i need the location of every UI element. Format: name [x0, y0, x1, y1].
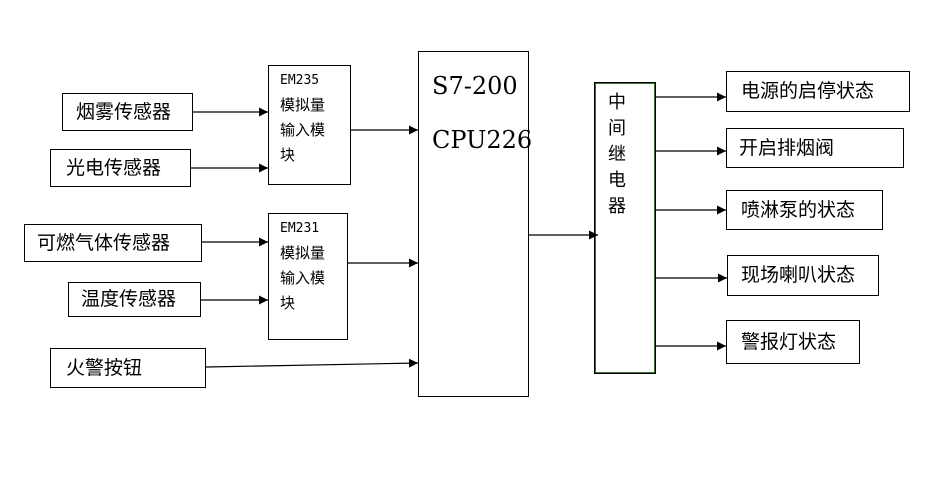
plc-model: S7-200	[432, 72, 518, 100]
relay-char-2: 间	[608, 118, 626, 139]
fire-alarm-button-label: 火警按钮	[66, 356, 143, 379]
module-em231-line-1: 模拟量	[280, 244, 326, 262]
output-exhaust-valve-label: 开启排烟阀	[739, 136, 835, 159]
relay-char-3: 继	[608, 144, 626, 165]
relay-char-4: 电	[608, 170, 626, 191]
sensor-combustible-gas: 可燃气体传感器	[24, 224, 202, 262]
fire-alarm-button: 火警按钮	[50, 348, 206, 388]
module-em231-line-3: 块	[280, 294, 296, 312]
sensor-temperature-label: 温度传感器	[81, 288, 177, 310]
sensor-smoke-label: 烟雾传感器	[76, 100, 172, 123]
output-alarm-light: 警报灯状态	[726, 320, 860, 364]
sensor-combustible-gas-label: 可燃气体传感器	[37, 231, 171, 254]
sensor-temperature: 温度传感器	[68, 282, 201, 317]
relay-char-1: 中	[608, 92, 626, 113]
output-power-status-label: 电源的启停状态	[741, 80, 875, 102]
module-em231-line-2: 输入模	[280, 269, 326, 287]
output-sprinkler-pump-label: 喷淋泵的状态	[741, 198, 856, 221]
module-em231-model: EM231	[280, 221, 320, 236]
output-speaker-status: 现场喇叭状态	[727, 255, 879, 296]
output-speaker-status-label: 现场喇叭状态	[741, 264, 856, 286]
plc-cpu: S7-200 CPU226	[418, 51, 533, 397]
sensor-smoke: 烟雾传感器	[62, 93, 193, 131]
relay-char-5: 器	[608, 196, 626, 217]
arrow-button-to-cpu	[205, 358, 419, 368]
module-em231: EM231 模拟量 输入模 块	[268, 213, 348, 340]
module-em235-line-1: 模拟量	[280, 96, 326, 114]
intermediate-relay: 中 间 继 电 器	[594, 82, 656, 374]
sensor-photoelectric: 光电传感器	[50, 149, 191, 187]
cpu-model: CPU226	[432, 126, 533, 154]
sensor-photoelectric-label: 光电传感器	[66, 156, 162, 179]
output-alarm-light-label: 警报灯状态	[741, 330, 837, 353]
module-em235-line-2: 输入模	[280, 121, 326, 139]
output-exhaust-valve: 开启排烟阀	[726, 128, 904, 168]
output-power-status: 电源的启停状态	[726, 71, 910, 112]
output-sprinkler-pump: 喷淋泵的状态	[726, 190, 883, 230]
module-em235: EM235 模拟量 输入模 块	[268, 65, 351, 185]
module-em235-model: EM235	[280, 73, 320, 88]
module-em235-line-3: 块	[280, 146, 296, 164]
